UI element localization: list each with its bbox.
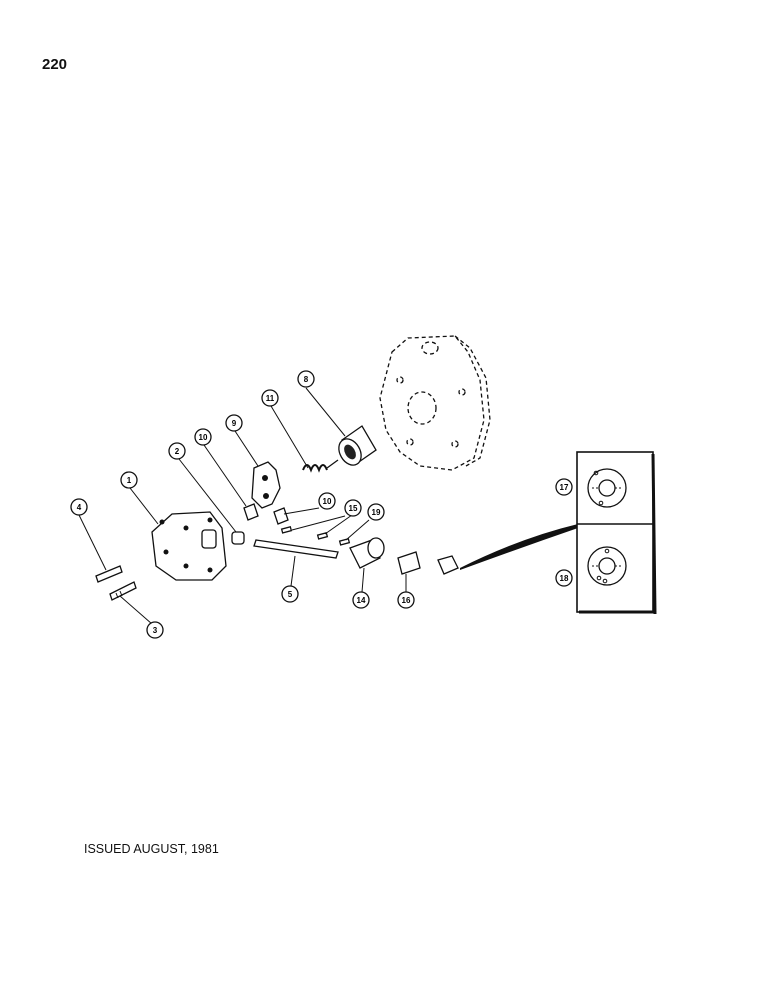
svg-text:8: 8: [304, 375, 309, 384]
svg-text:15: 15: [349, 504, 358, 513]
callout-2: 2: [168, 442, 186, 460]
callout-3: 3: [146, 621, 164, 639]
part-5-shaft: [253, 539, 339, 559]
svg-text:9: 9: [232, 419, 237, 428]
svg-text:4: 4: [77, 503, 82, 512]
end-collar: [437, 524, 578, 575]
part-19-key: [338, 537, 351, 546]
part-15-keys: [280, 525, 329, 540]
page-number: 220: [42, 56, 68, 73]
callout-19: 19: [367, 503, 385, 521]
svg-text:16: 16: [402, 596, 411, 605]
callout-10-upper: 10: [194, 428, 212, 446]
callout-14: 14: [352, 591, 370, 609]
svg-text:2: 2: [175, 447, 180, 456]
svg-text:1: 1: [127, 476, 132, 485]
part-10-pins: [243, 503, 289, 525]
callout-17: 17: [555, 478, 573, 496]
part-2-bushing: [231, 531, 245, 545]
issue-date: ISSUED AUGUST, 1981: [84, 842, 219, 856]
part-16-bushing: [397, 551, 421, 575]
housing-outline: [379, 335, 491, 471]
callout-11: 11: [261, 389, 279, 407]
svg-text:10: 10: [323, 497, 332, 506]
callout-15: 15: [344, 499, 362, 517]
part-18-plate-view: [587, 546, 627, 586]
svg-text:19: 19: [372, 508, 381, 517]
part-9-lever-plate: [251, 461, 281, 509]
svg-text:17: 17: [560, 483, 569, 492]
part-17-plate-view: [587, 468, 627, 508]
svg-text:3: 3: [153, 626, 158, 635]
callout-5: 5: [281, 585, 299, 603]
part-14-collar: [349, 537, 385, 569]
inset-panel: [576, 451, 657, 615]
callout-1: 1: [120, 471, 138, 489]
svg-text:10: 10: [199, 433, 208, 442]
callout-4: 4: [70, 498, 88, 516]
callout-10-lower: 10: [318, 492, 336, 510]
callout-18: 18: [555, 569, 573, 587]
callout-8: 8: [297, 370, 315, 388]
svg-text:18: 18: [560, 574, 569, 583]
part-1-cover: [151, 511, 227, 581]
part-8-coupling: [338, 425, 377, 466]
part-4-bolt: [95, 565, 123, 583]
leader-lines: [78, 387, 407, 625]
part-3-bolt: [109, 581, 137, 601]
svg-text:11: 11: [266, 394, 275, 403]
callouts: 1 2 10 9 11 8 10 15 19 4 3 5 14 16 17 18: [70, 370, 573, 639]
callout-9: 9: [225, 414, 243, 432]
svg-text:5: 5: [288, 590, 293, 599]
callout-16: 16: [397, 591, 415, 609]
svg-text:14: 14: [357, 596, 366, 605]
part-11-spring: [302, 459, 339, 473]
